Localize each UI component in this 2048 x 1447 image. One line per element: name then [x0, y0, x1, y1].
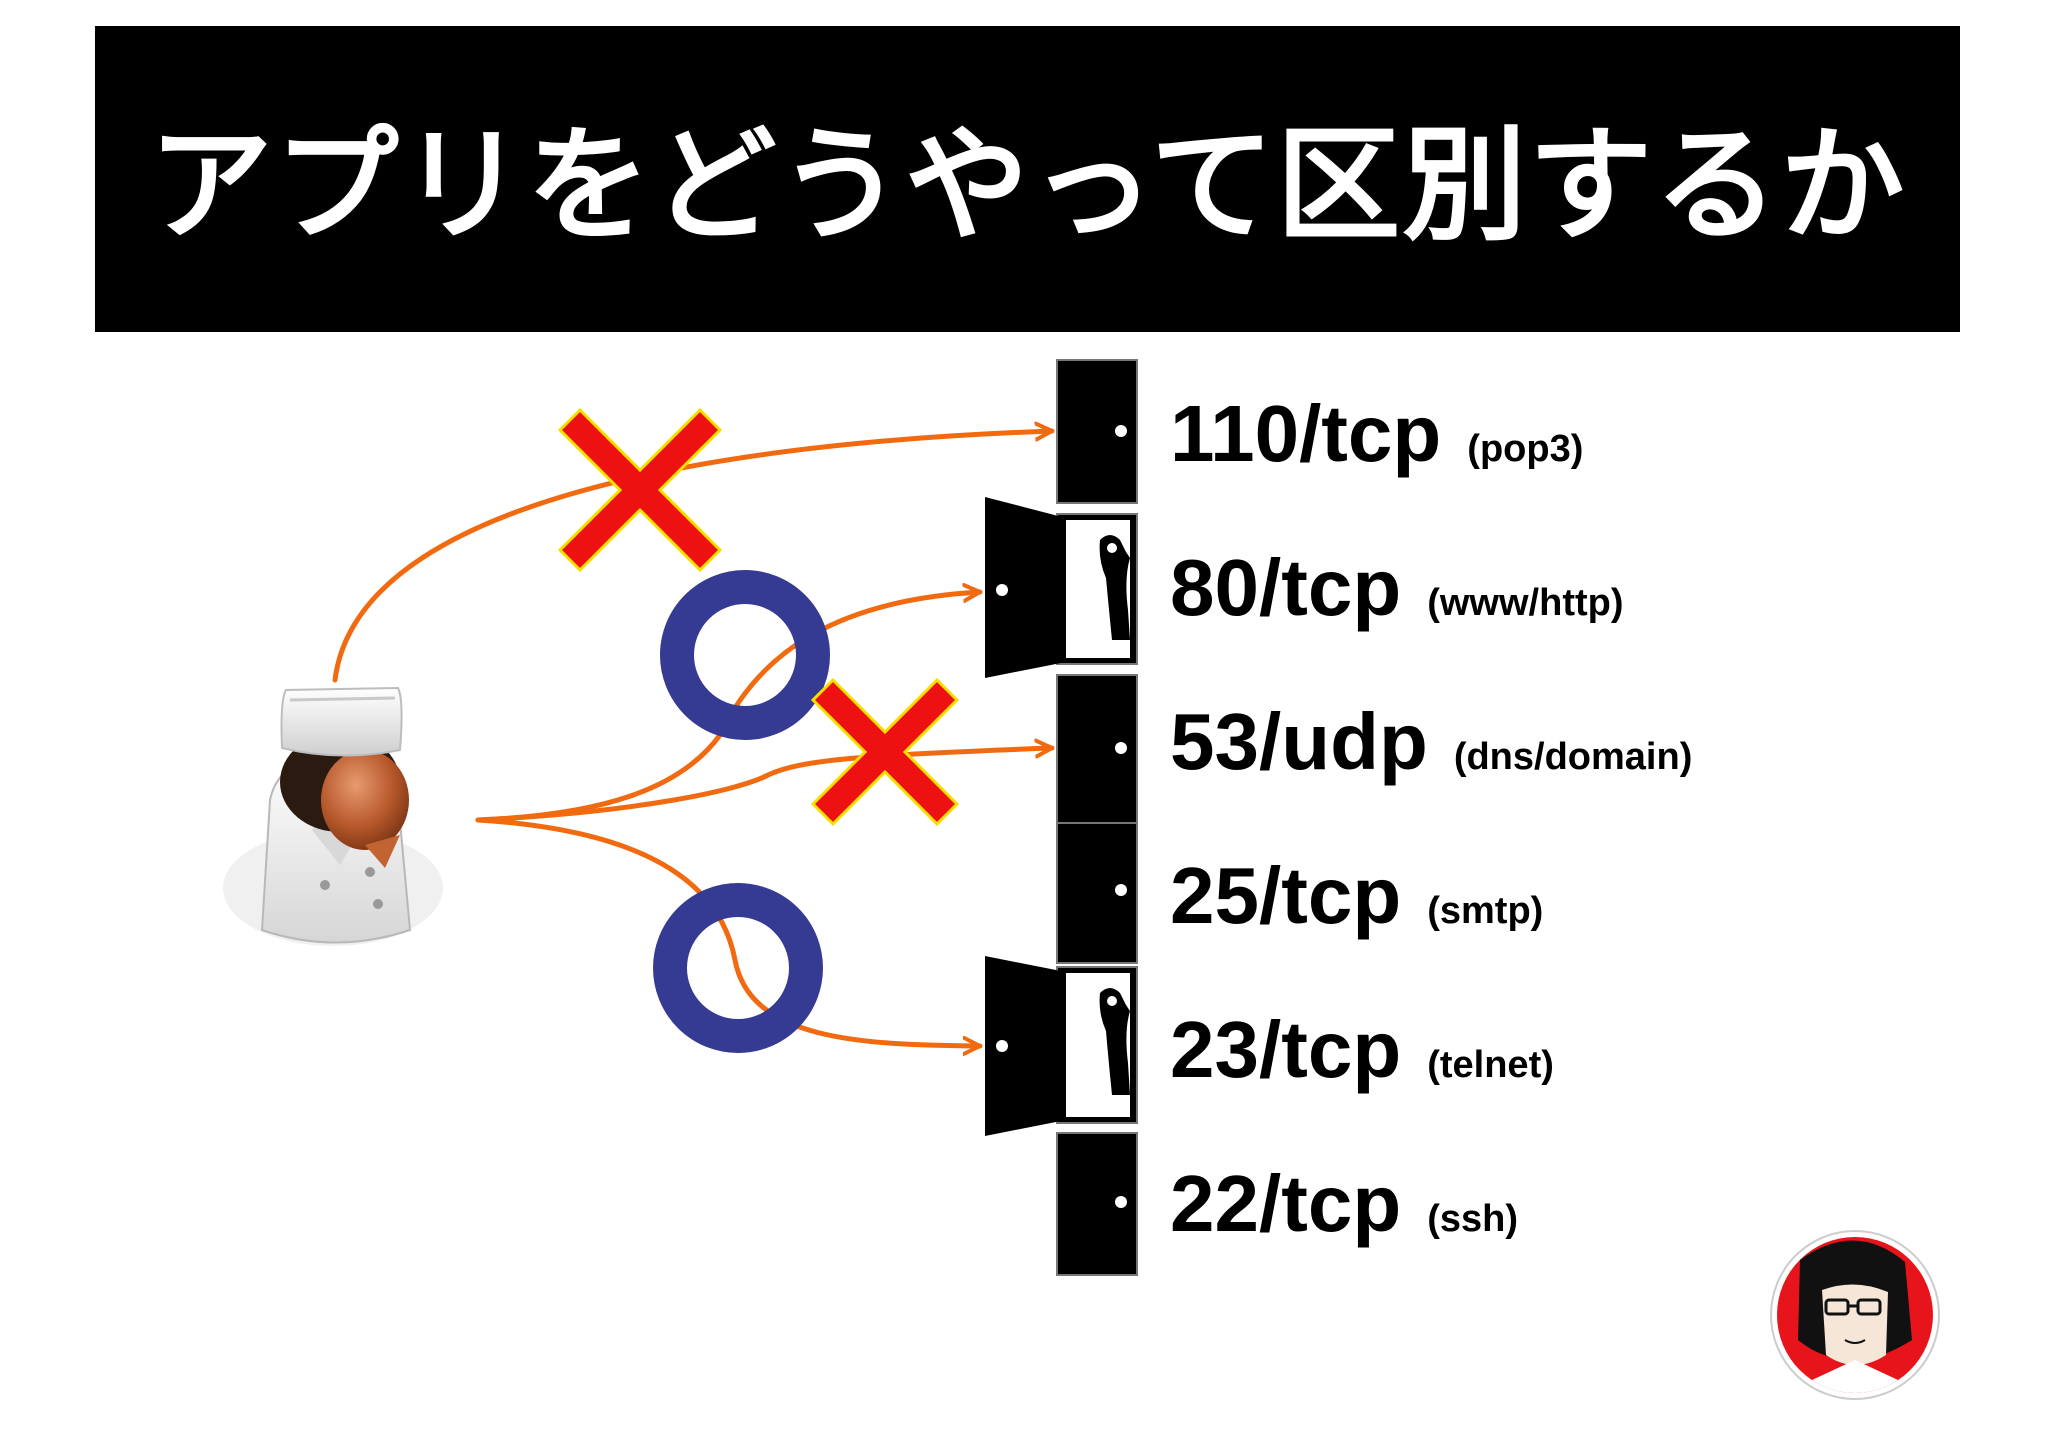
door-http[interactable] [985, 497, 1138, 678]
port-number: 25/tcp [1170, 851, 1402, 940]
port-label-pop3: 110/tcp(pop3) [1170, 394, 1583, 474]
port-label-ssh: 22/tcp(ssh) [1170, 1164, 1518, 1244]
port-label-http: 80/tcp(www/http) [1170, 548, 1624, 628]
port-number: 80/tcp [1170, 543, 1402, 632]
port-service: (pop3) [1467, 428, 1584, 470]
chef-person-icon [223, 686, 443, 946]
author-avatar-icon [1770, 1230, 1940, 1400]
door-telnet[interactable] [985, 956, 1138, 1136]
door-pop3 [1056, 359, 1138, 504]
cross-mark-dns [810, 677, 960, 827]
port-label-dns: 53/udp(dns/domain) [1170, 702, 1692, 782]
port-number: 23/tcp [1170, 1005, 1402, 1094]
port-service: (www/http) [1427, 582, 1624, 624]
circle-mark-http [660, 570, 830, 740]
cross-mark-pop3 [557, 407, 723, 573]
port-label-smtp: 25/tcp(smtp) [1170, 856, 1543, 936]
title-banner: アプリをどうやって区別するか [95, 26, 1960, 332]
port-service: (smtp) [1427, 890, 1544, 932]
circle-mark-telnet [653, 883, 823, 1053]
port-label-telnet: 23/tcp(telnet) [1170, 1010, 1554, 1090]
port-service: (ssh) [1427, 1198, 1519, 1240]
door-smtp [1056, 822, 1138, 964]
port-number: 110/tcp [1170, 389, 1442, 478]
door-ssh [1056, 1132, 1138, 1276]
port-service: (dns/domain) [1453, 736, 1693, 778]
door-dns [1056, 674, 1138, 824]
port-number: 22/tcp [1170, 1159, 1402, 1248]
port-number: 53/udp [1170, 697, 1428, 786]
slide-title: アプリをどうやって区別するか [148, 114, 1907, 258]
port-service: (telnet) [1427, 1044, 1554, 1086]
